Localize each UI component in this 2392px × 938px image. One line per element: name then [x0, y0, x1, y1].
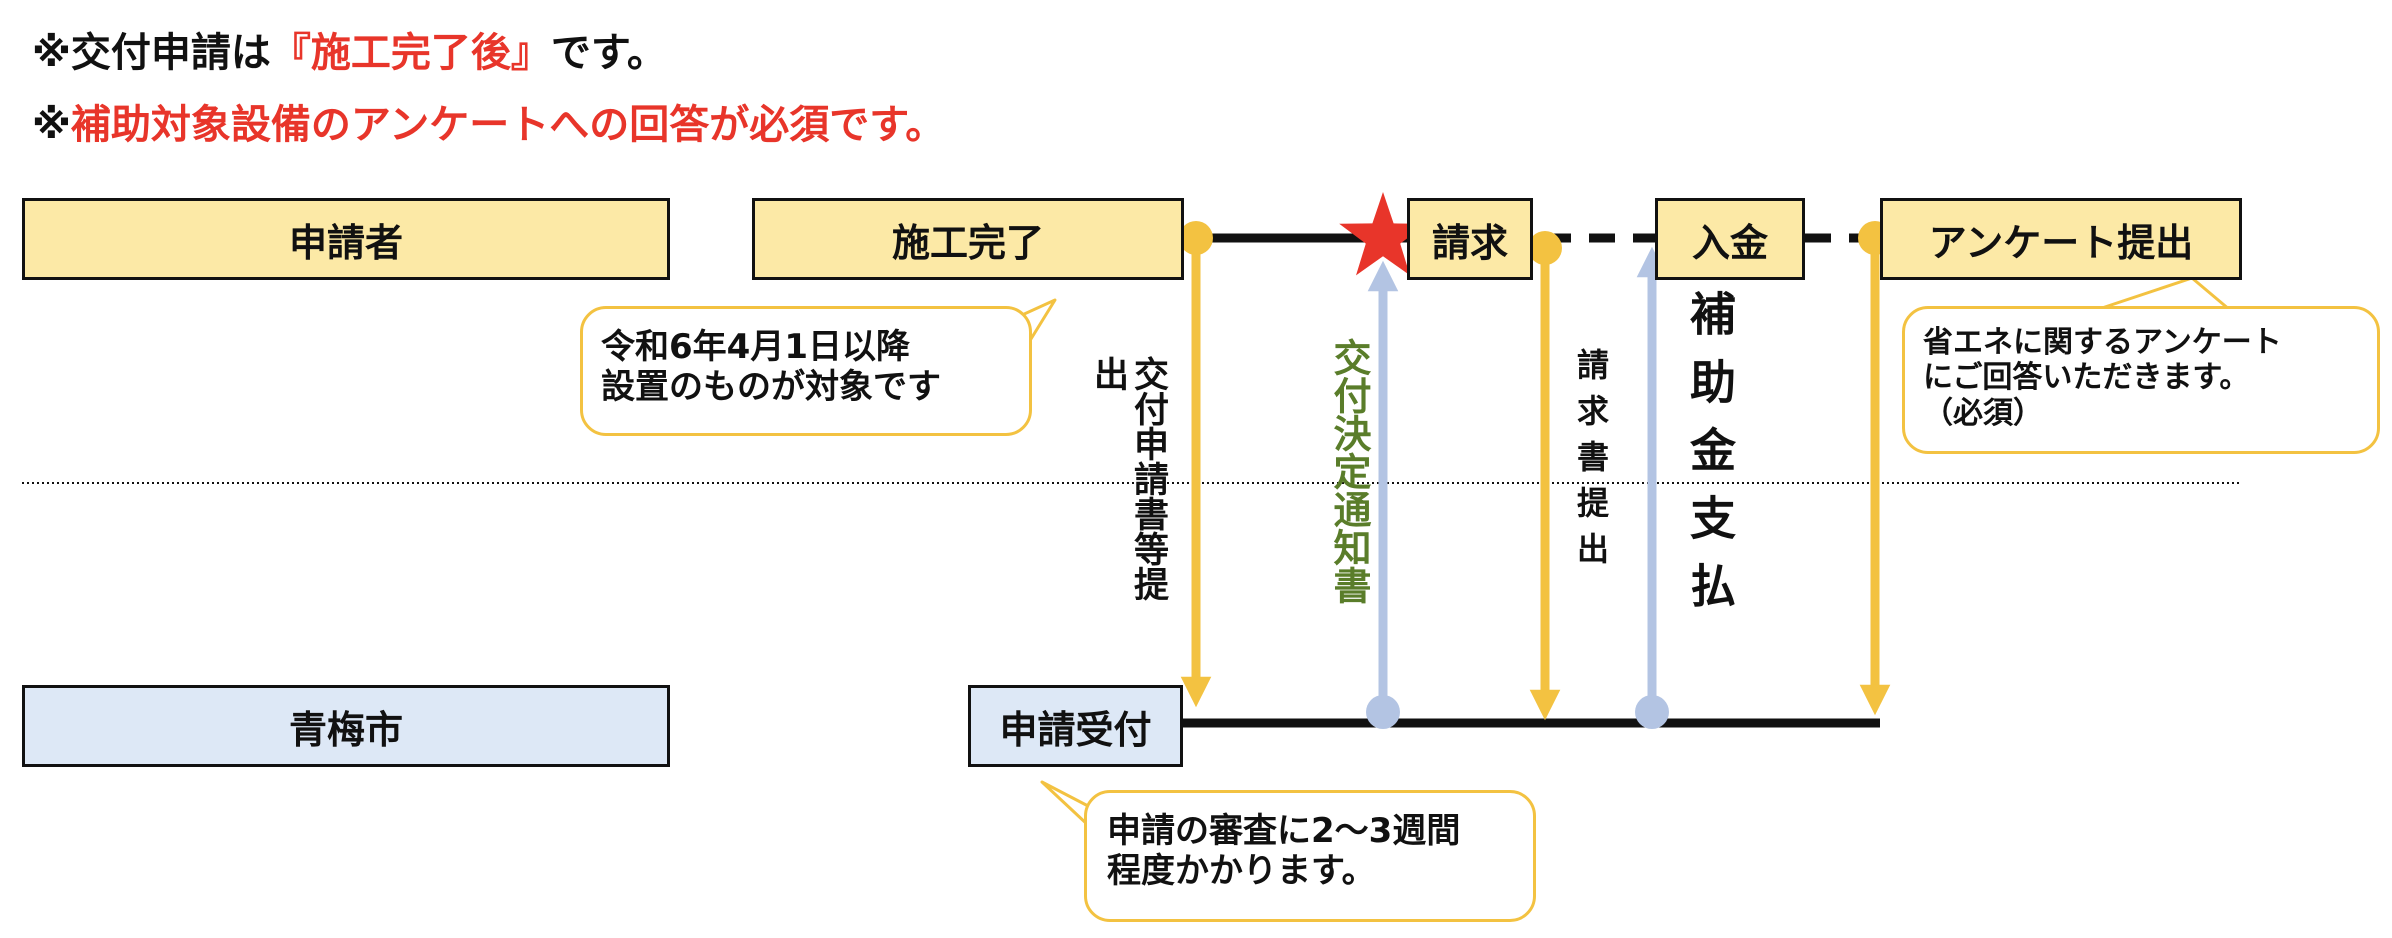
note1-highlight: 『施工完了後』: [270, 30, 551, 76]
callout-install-date: 令和6年4月1日以降 設置のものが対象です: [580, 306, 1032, 436]
star-icon: [1339, 192, 1427, 276]
step-application-received: 申請受付: [968, 685, 1183, 767]
callout-review-line1: 申請の審査に2〜3週間: [1107, 811, 1461, 851]
lane-city-label: 青梅市: [288, 707, 403, 752]
lane-applicant-label: 申請者: [288, 220, 403, 265]
note-survey-required: ※補助対象設備のアンケートへの回答が必須です。: [32, 92, 945, 150]
flow-submit-invoice-label: 請求書提出: [1572, 348, 1610, 578]
note1-suffix: です。: [550, 30, 667, 76]
flow-subsidy-payment-label: 補助金支払: [1683, 290, 1737, 630]
callout-install-date-line2: 設置のものが対象です: [601, 367, 941, 408]
step-billing: 請求: [1407, 198, 1533, 280]
callout-survey-line3: （必須）: [1923, 395, 2043, 431]
lane-city: 青梅市: [22, 685, 670, 767]
step-construction-complete: 施工完了: [752, 198, 1184, 280]
note1-prefix: ※交付申請は: [32, 30, 271, 76]
callout-survey: 省エネに関するアンケート にご回答いただきます。 （必須）: [1902, 306, 2380, 454]
dot-subsidy-payment: [1635, 695, 1669, 729]
dot-billing: [1528, 231, 1562, 265]
note-application-timing: ※交付申請は『施工完了後』です。: [32, 20, 667, 78]
dot-decision-notice: [1366, 695, 1400, 729]
note2-prefix: ※: [32, 102, 71, 148]
step-payment-received: 入金: [1655, 198, 1805, 280]
step-survey-submit: アンケート提出: [1880, 198, 2242, 280]
flow-submit-application-label: 交付申請書等提出: [1088, 356, 1168, 601]
callout-survey-line1: 省エネに関するアンケート: [1923, 325, 2282, 360]
callout-install-date-line1: 令和6年4月1日以降: [601, 327, 910, 367]
step-construction-complete-label: 施工完了: [891, 220, 1044, 265]
step-billing-label: 請求: [1431, 220, 1508, 265]
flow-decision-notice-label: 交付決定通知書: [1327, 338, 1371, 604]
step-survey-submit-label: アンケート提出: [1928, 220, 2194, 265]
callout-review-line2: 程度かかります。: [1107, 851, 1376, 892]
step-payment-received-label: 入金: [1691, 220, 1768, 265]
callout-review-period: 申請の審査に2〜3週間 程度かかります。: [1084, 790, 1536, 922]
note2-highlight: 補助対象設備のアンケートへの回答が必須です。: [70, 102, 946, 148]
callout-survey-line2: にご回答いただきます。: [1923, 360, 2250, 396]
step-application-received-label: 申請受付: [999, 707, 1152, 752]
dot-construction-complete: [1179, 221, 1213, 255]
lane-applicant: 申請者: [22, 198, 670, 280]
